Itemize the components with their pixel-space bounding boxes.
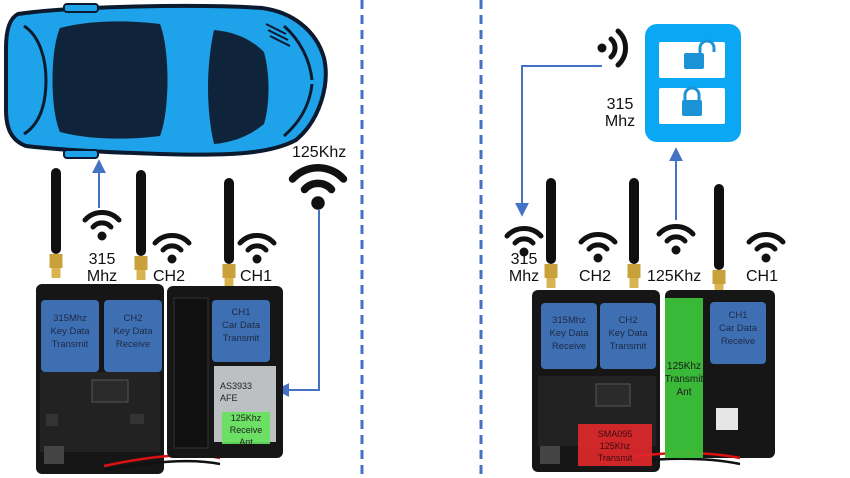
arrow-lock-to-board [515,65,602,217]
transmit-ant-block [665,298,703,458]
module-left-a [41,300,99,372]
module-right-c [710,302,766,364]
module-right-a [541,303,597,369]
receive-ant-block [222,412,270,444]
label-right-315: 315 [510,251,538,268]
signal-icon-right-125khz [659,226,693,254]
signal-icon-right-ch1 [749,234,783,262]
antenna-right-1 [544,178,558,288]
signal-icon-left-315 [85,212,119,240]
lock-panel [645,24,741,142]
signal-icon-left-ch2 [155,235,189,263]
label-left-315: 315 [88,251,116,268]
signal-icon-left-125khz [293,168,344,210]
padlock-open-icon [684,39,716,69]
label-right-125khz: 125Khz [647,268,702,285]
module-left-c [212,300,270,362]
label-right-mhz: Mhz [508,268,540,285]
smartkey-chip-block [578,424,652,466]
module-left-b [104,300,162,372]
signal-icon-right-ch2 [581,234,615,262]
antenna-left-1 [49,168,63,278]
signal-icon-lock-315 [598,31,626,65]
antenna-right-3 [712,184,726,294]
car-icon [3,3,328,159]
label-left-ch1: CH1 [240,268,273,285]
antenna-left-3 [222,178,236,288]
module-right-b [600,303,656,369]
label-lock-mhz: Mhz [604,113,636,130]
antenna-left-2 [134,170,148,280]
label-left-ch2: CH2 [153,268,186,285]
antenna-right-2 [627,178,641,288]
label-left-mhz: Mhz [86,268,118,285]
arrow-125khz-to-afe [275,210,320,397]
label-right-ch2: CH2 [579,268,612,285]
signal-icon-left-ch1 [240,235,274,263]
label-lock-315: 315 [606,96,634,113]
padlock-closed-icon [682,86,702,116]
label-right-ch1: CH1 [746,268,779,285]
label-left-125khz: 125Khz [292,144,347,161]
